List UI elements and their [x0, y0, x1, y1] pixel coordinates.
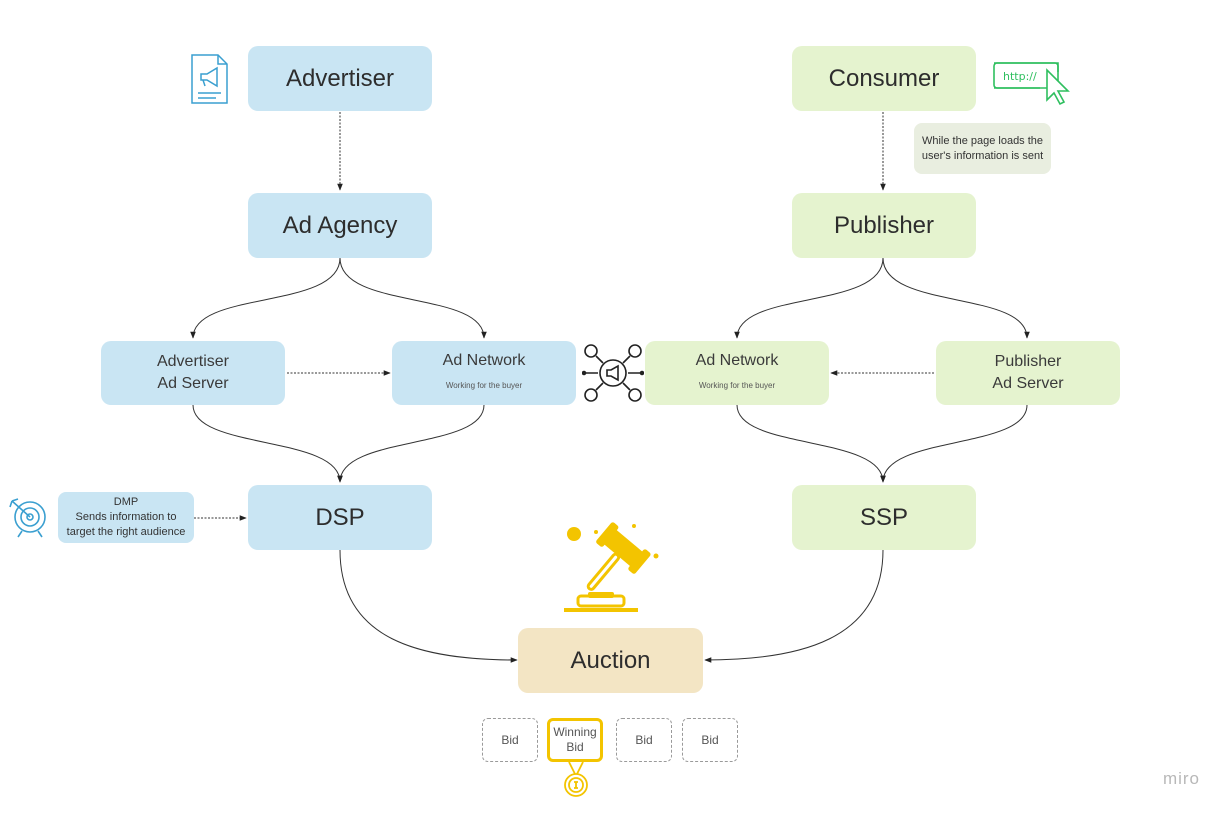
edge-adnetwork-dsp: [337, 404, 485, 483]
dmp-note-line2: Sends information to: [75, 511, 177, 523]
publisher-ad-server-line2: Ad Server: [992, 375, 1064, 392]
edge-pubadserver-ssp: [880, 404, 1028, 483]
auction-node[interactable]: Auction: [518, 628, 703, 693]
target-icon: [9, 498, 46, 538]
url-icon-text: http://: [1003, 70, 1037, 83]
page-load-note[interactable]: While the page loads the user's informat…: [914, 123, 1051, 174]
bid-card[interactable]: Bid: [482, 718, 538, 762]
edge-adserver-dsp: [192, 404, 343, 483]
edge-ssp-auction: [704, 549, 884, 663]
gavel-icon: [564, 522, 659, 612]
page-load-note-line2: user's information is sent: [921, 149, 1044, 162]
dmp-note[interactable]: DMP Sends information to target the righ…: [58, 492, 194, 543]
page-load-note-line1: While the page loads the: [921, 134, 1044, 147]
consumer-node[interactable]: Consumer: [792, 46, 976, 111]
publisher-ad-server-line1: Publisher: [994, 353, 1062, 370]
dsp-node[interactable]: DSP: [248, 485, 432, 550]
advertiser-ad-server-line2: Ad Server: [157, 375, 229, 392]
edge-publisher-adserver: [882, 257, 1030, 339]
ad-network-buyer-node[interactable]: Ad Network Working for the buyer: [392, 341, 576, 405]
edge-agency-adnetwork: [339, 257, 487, 339]
ssp-node[interactable]: SSP: [792, 485, 976, 550]
ad-agency-node[interactable]: Ad Agency: [248, 193, 432, 258]
network-megaphone-icon: [582, 344, 644, 402]
ad-network-buyer-title: Ad Network: [442, 351, 526, 369]
bid-card[interactable]: Bid: [682, 718, 738, 762]
publisher-ad-server-node[interactable]: Publisher Ad Server: [936, 341, 1120, 405]
edge-adnetwork-ssp: [736, 404, 886, 483]
advertiser-ad-server-line1: Advertiser: [156, 353, 230, 370]
bid-card[interactable]: Bid: [616, 718, 672, 762]
dmp-note-line1: DMP: [113, 496, 139, 508]
winning-bid-line1: Winning: [553, 725, 597, 739]
url-cursor-icon: http://: [993, 62, 1070, 106]
advertiser-node[interactable]: Advertiser: [248, 46, 432, 111]
edge-agency-adserver: [190, 257, 341, 339]
dmp-note-line3: target the right audience: [66, 526, 186, 538]
publisher-node[interactable]: Publisher: [792, 193, 976, 258]
advertiser-ad-server-node[interactable]: Advertiser Ad Server: [101, 341, 285, 405]
ad-network-seller-title: Ad Network: [695, 351, 779, 369]
winning-bid-line2: Bid: [566, 740, 584, 754]
miro-brand-logo: miro: [1162, 769, 1200, 788]
winning-bid-card[interactable]: Winning Bid: [547, 718, 603, 762]
ad-network-buyer-subtitle: Working for the buyer: [445, 380, 523, 390]
medal-icon: [564, 761, 588, 797]
edge-publisher-adnetwork: [734, 257, 884, 339]
ad-network-seller-node[interactable]: Ad Network Working for the buyer: [645, 341, 829, 405]
ad-network-seller-subtitle: Working for the buyer: [698, 380, 776, 390]
edge-dsp-auction: [339, 549, 518, 663]
document-megaphone-icon: [191, 54, 228, 104]
